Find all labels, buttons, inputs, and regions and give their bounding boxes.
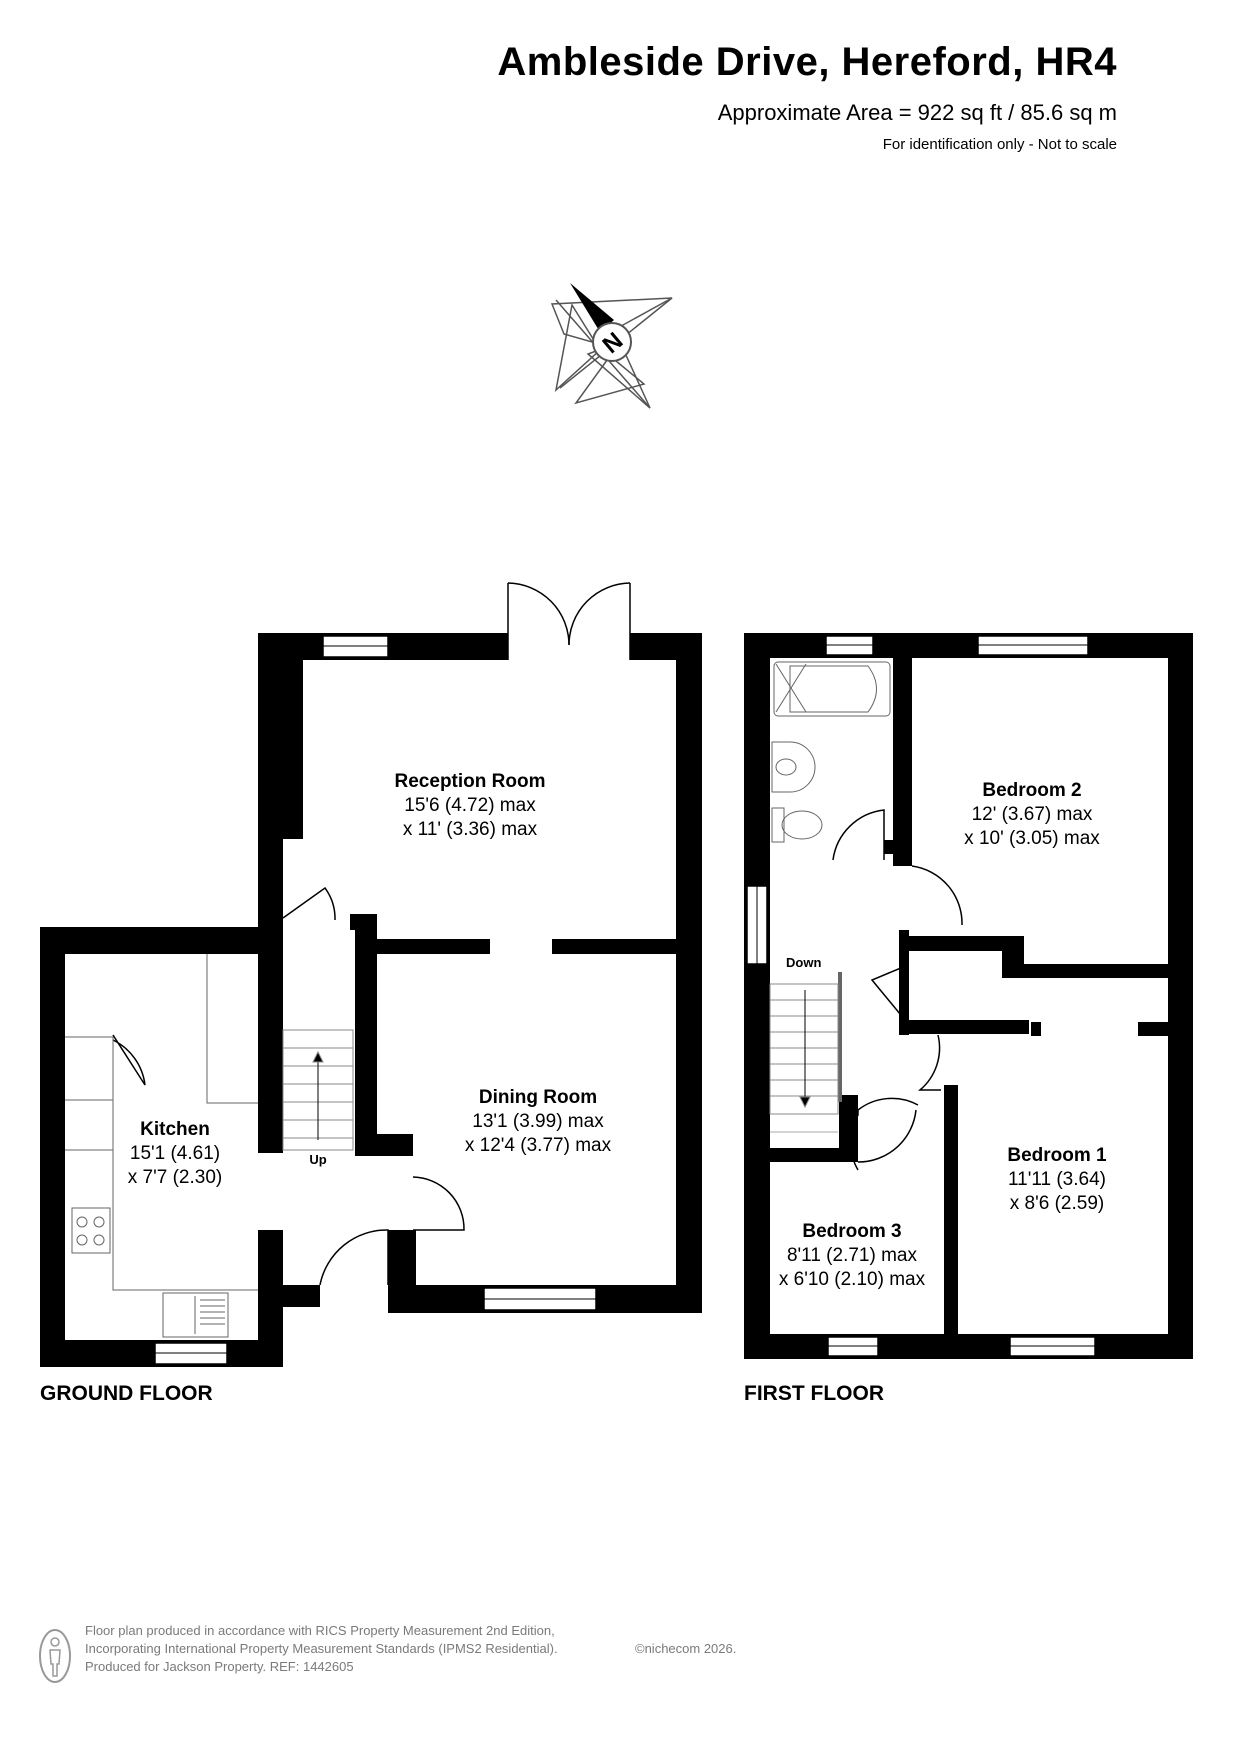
bedroom-2-name: Bedroom 2 [982,780,1081,801]
approximate-area: Approximate Area = 922 sq ft / 85.6 sq m [717,100,1117,125]
ground-floor-windows [154,635,597,1365]
bedroom-1-name: Bedroom 1 [1007,1145,1107,1166]
first-floor-doors [832,809,963,1171]
kitchen-units [65,954,258,1338]
dining-room-name: Dining Room [479,1087,597,1108]
footer-line-2: Incorporating International Property Mea… [85,1641,558,1656]
kitchen-dim2: x 7'7 (2.30) [128,1167,222,1188]
footer-brand: ©nichecom 2026. [635,1641,737,1656]
footer-line-1: Floor plan produced in accordance with R… [85,1623,555,1638]
ground-floor-label: GROUND FLOOR [40,1382,213,1405]
first-floor-windows [746,635,1096,1357]
ground-stairs [282,1029,354,1151]
compass-icon: N [550,283,673,409]
bath-icon [773,661,891,717]
dining-room-dim1: 13'1 (3.99) max [472,1111,604,1132]
bedroom-3-dim1: 8'11 (2.71) max [787,1245,918,1266]
footer-line-3: Produced for Jackson Property. REF: 1442… [85,1659,354,1674]
stairs-down-label: Down [786,955,821,970]
reception-room-dim2: x 11' (3.36) max [403,819,538,840]
dining-room-dim2: x 12'4 (3.77) max [465,1135,612,1156]
hob-icon [71,1207,111,1254]
sink-icon [162,1292,229,1338]
washbasin-icon [771,741,816,793]
bedroom-3-name: Bedroom 3 [802,1221,901,1242]
ground-floor-walls [40,633,702,1367]
french-doors [507,582,631,660]
kitchen-name: Kitchen [140,1119,210,1140]
bedroom-3-dim2: x 6'10 (2.10) max [779,1269,926,1290]
reception-room-dim1: 15'6 (4.72) max [404,795,536,816]
person-icon [39,1629,71,1683]
scale-disclaimer: For identification only - Not to scale [882,136,1117,153]
bathroom-fixtures [771,661,891,843]
bedroom-2-dim2: x 10' (3.05) max [964,828,1100,849]
stairs-up-label: Up [309,1152,326,1167]
property-title: Ambleside Drive, Hereford, HR4 [497,40,1117,84]
toilet-icon [771,807,785,843]
bedroom-1-dim2: x 8'6 (2.59) [1010,1193,1104,1214]
bedroom-2-dim1: 12' (3.67) max [972,804,1093,825]
reception-room-name: Reception Room [395,771,546,792]
footer-disclaimer: Floor plan produced in accordance with R… [85,1622,736,1676]
first-floor-label: FIRST FLOOR [744,1382,884,1405]
first-floor-walls [744,633,1193,1359]
bedroom-1-dim1: 11'11 (3.64) [1008,1169,1106,1190]
kitchen-dim1: 15'1 (4.61) [130,1143,220,1164]
first-stairs [769,983,839,1133]
ground-floor-doors [112,886,465,1286]
